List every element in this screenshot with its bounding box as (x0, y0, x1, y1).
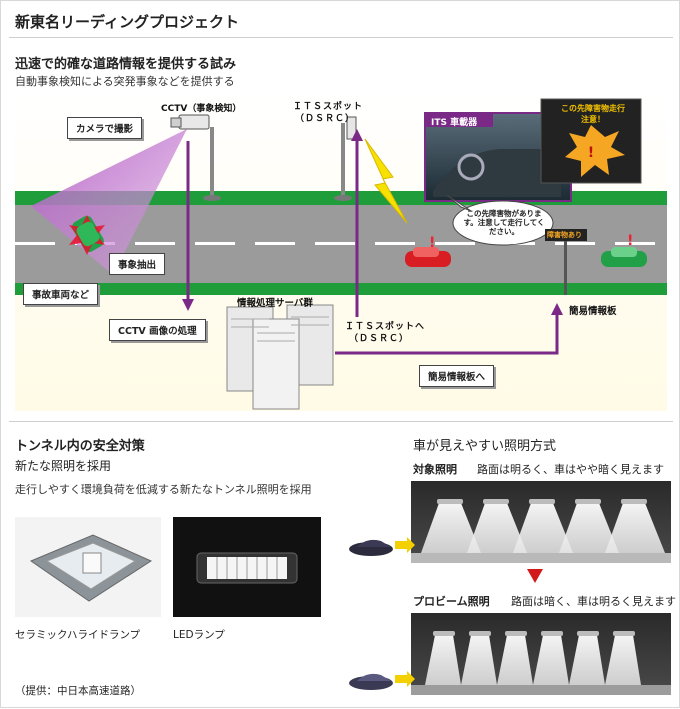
antenna-icon (346, 116, 357, 140)
down-arrow-icon (527, 569, 543, 583)
svg-text:!: ! (429, 235, 435, 251)
its-car-title: ITS 車載器 (431, 118, 478, 128)
credit: （提供：中日本高速道路） (15, 685, 141, 697)
its-pole (341, 123, 345, 197)
cctv-pole (210, 127, 214, 197)
section3-heading: 車が見えやすい照明方式 (413, 439, 557, 454)
mode2-desc: 路面は暗く、車は明るく見えます (511, 595, 676, 608)
event-extract: 事象抽出 (109, 253, 166, 275)
to-its-label-2: （ＤＳＲＣ） (349, 334, 410, 344)
car-icon (69, 215, 105, 255)
warning-sign-text: この先障害物走行注意！ (561, 104, 625, 124)
server-icon (226, 304, 334, 410)
green-car-icon (601, 247, 647, 267)
to-simple-board: 簡易情報板へ (419, 365, 495, 387)
its-spot-label-1: ＩＴＳスポット (293, 102, 364, 112)
mode1-desc: 路面は明るく、車はやや暗く見えます (477, 463, 664, 476)
section2-subheading: 新たな照明を採用 (15, 459, 112, 473)
mode1-name: 対象照明 (413, 463, 457, 476)
tunnel2-car-icon (349, 671, 415, 690)
obstacle-board: 障害物あり (547, 231, 582, 239)
lamp1-caption: セラミックハライドランプ (15, 629, 141, 641)
svg-text:!: ! (627, 233, 633, 249)
to-its-label-1: ＩＴＳスポットへ (345, 322, 426, 332)
speech-bubble: この先障害物があります。注意して走行してください。 (463, 209, 545, 236)
section1-heading: 迅速で的確な道路情報を提供する試み (15, 57, 237, 72)
section1-subheading: 自動事象検知による突発事象などを提供する (15, 75, 235, 88)
section2-description: 走行しやすく環境負荷を低減する新たなトンネル照明を採用 (15, 483, 312, 496)
led-lamp-icon (196, 552, 298, 584)
mode2-name: プロビーム照明 (413, 595, 490, 608)
lightning-icon (364, 138, 408, 224)
camera-icon (170, 114, 210, 130)
simple-board-label: 簡易情報板 (569, 306, 617, 317)
lamp2-caption: LEDランプ (173, 629, 225, 641)
section-divider (9, 421, 673, 422)
lamp-icon (29, 534, 153, 602)
title-divider (9, 37, 673, 38)
obstacle-board-shape (545, 229, 587, 241)
page-title: 新東名リーディングプロジェクト (15, 13, 239, 31)
server-label: 情報処理サーバ群 (237, 298, 313, 309)
svg-text:!: ! (588, 145, 594, 161)
section2-heading: トンネル内の安全対策 (15, 439, 145, 454)
tunnel1-car-icon (349, 537, 415, 556)
speech-bubble-shape (452, 200, 554, 246)
its-spot-label-2: （ＤＳＲＣ） (295, 114, 356, 124)
accident-vehicle: 事故車両など (23, 283, 99, 305)
camera-beam (31, 129, 187, 275)
cctv-processing: CCTV 画像の処理 (109, 319, 206, 341)
camera-callout: カメラで撮影 (67, 117, 143, 139)
cctv-label: CCTV（事象検知） (161, 104, 242, 114)
lower-verge (15, 283, 667, 295)
red-car-icon (405, 247, 451, 267)
